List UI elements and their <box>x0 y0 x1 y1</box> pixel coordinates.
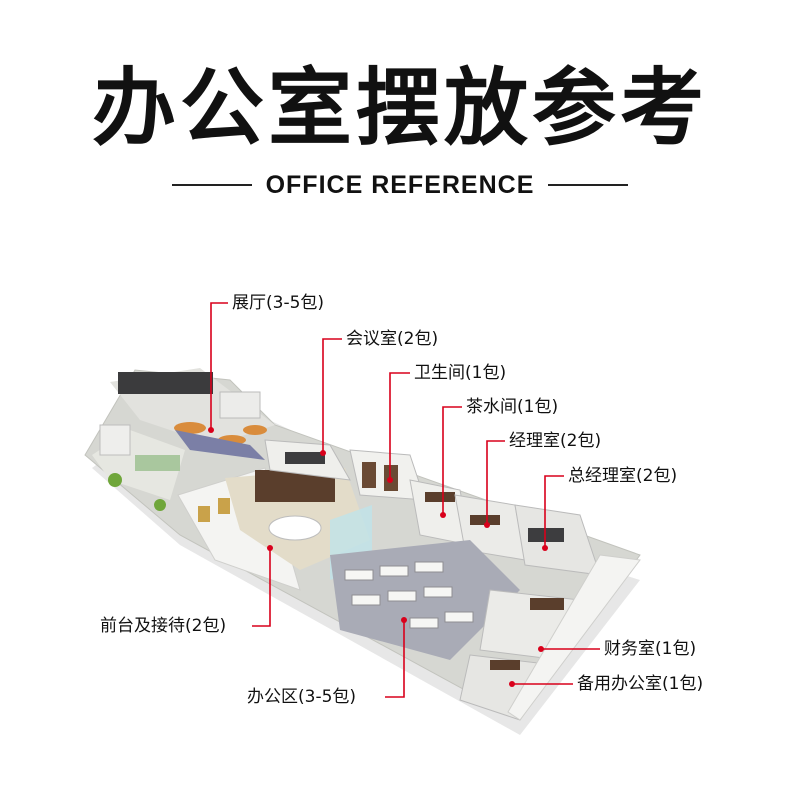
work-area-zone <box>330 540 520 660</box>
label-tea-room: 茶水间(1包) <box>466 397 559 417</box>
lounge-sofa <box>135 455 180 471</box>
leader-tea-room <box>442 406 462 515</box>
leader-lines <box>210 302 600 698</box>
spare-office-cabinet <box>490 660 520 670</box>
tea-counter <box>425 492 455 502</box>
manager-desk <box>470 515 500 525</box>
label-spare-office: 备用办公室(1包) <box>577 674 704 694</box>
restroom-stall-1 <box>362 462 376 488</box>
subtitle-right-rule <box>548 184 629 186</box>
finance-cabinet <box>530 598 564 610</box>
exhibition-shelves <box>118 372 213 394</box>
leader-general-manager-office <box>544 475 564 548</box>
label-manager-office: 经理室(2包) <box>509 431 602 451</box>
reception-wall-panel-1 <box>198 506 210 522</box>
subtitle-row: OFFICE REFERENCE <box>0 170 800 200</box>
lounge-cabinet <box>99 424 131 456</box>
plant-left-1 <box>108 473 122 487</box>
subtitle-left-rule <box>171 184 252 186</box>
leader-reception <box>252 548 271 627</box>
plant-left-2 <box>154 499 166 511</box>
table-a <box>174 422 206 434</box>
page-title: 办公室摆放参考 <box>91 59 708 157</box>
workstations <box>344 561 474 629</box>
display-cabinet <box>219 391 261 419</box>
table-c <box>243 425 267 435</box>
reception-desk <box>268 515 322 541</box>
leader-work-area <box>385 620 405 698</box>
page-subtitle: OFFICE REFERENCE <box>265 170 535 199</box>
leader-manager-office <box>486 440 505 525</box>
leader-dots <box>208 427 548 687</box>
leader-meeting-room <box>322 338 342 453</box>
gm-desk <box>528 528 564 542</box>
label-general-manager-office: 总经理室(2包) <box>568 466 678 486</box>
label-exhibition-hall: 展厅(3-5包) <box>232 293 325 313</box>
label-restroom: 卫生间(1包) <box>414 363 507 383</box>
label-meeting-room: 会议室(2包) <box>346 329 439 349</box>
label-work-area: 办公区(3-5包) <box>247 687 357 707</box>
leader-exhibition-hall <box>210 302 228 430</box>
right-outer-wall <box>507 554 641 721</box>
leader-restroom <box>389 372 410 480</box>
exhibition-carpet <box>175 430 265 460</box>
meeting-table <box>285 452 325 464</box>
reception-wall-panel-2 <box>218 498 230 514</box>
label-reception: 前台及接待(2包) <box>100 616 227 636</box>
label-finance-room: 财务室(1包) <box>604 639 697 659</box>
